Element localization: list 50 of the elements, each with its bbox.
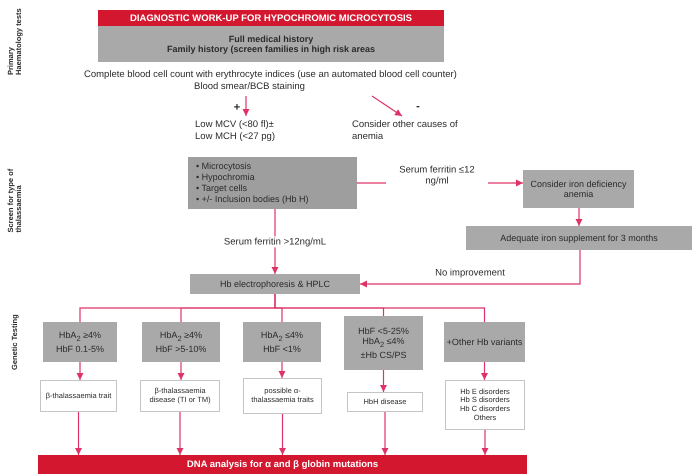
edge-label: Serum ferritin ≤12 ng/ml — [386, 164, 488, 188]
box-text: HbA$_{2}$ ≥4% — [58, 330, 102, 344]
arrow — [481, 362, 488, 380]
step-text: Consider other causes of anemia — [352, 119, 459, 143]
arrow — [176, 412, 184, 455]
step-text: Blood smear/BCB staining — [193, 81, 305, 93]
arrow — [75, 412, 82, 455]
process-box — [344, 316, 423, 370]
arrow — [576, 208, 582, 226]
arrow — [242, 96, 250, 116]
arrow — [380, 370, 387, 392]
process-box: Hb electrophoresis & HPLC — [190, 274, 360, 294]
arrow — [178, 362, 184, 380]
box-text: ±Hb CS/PS — [360, 350, 406, 360]
step-text: Low MCV (<80 fl)± Low MCH (<27 pg) — [195, 119, 276, 143]
process-box — [98, 26, 444, 62]
arrow — [360, 250, 581, 288]
list-item: • +/- Inclusion bodies (Hb H) — [196, 194, 308, 205]
process-box — [243, 322, 321, 362]
arrow — [279, 414, 286, 455]
box-text: HbF >5-10% — [156, 344, 206, 354]
box-text: HbA$_{2}$ ≤4% — [362, 336, 405, 350]
edge-label: Serum ferritin >12ng/mL — [222, 236, 328, 248]
arrow — [278, 362, 286, 378]
box-text: HbA$_{2}$ ≤4% — [260, 330, 304, 344]
step-text: Complete blood cell count with erythrocyte indices (use an automated blood cell counter) — [84, 69, 457, 81]
process-box: +Other Hb variants — [444, 322, 525, 362]
result-box — [445, 380, 525, 430]
arrow — [382, 412, 388, 455]
list-item: • Microcytosis — [196, 161, 252, 172]
box-text: HbA$_{2}$ ≥4% — [160, 330, 202, 344]
process-box — [188, 157, 357, 209]
list-item: • Hypochromia — [196, 172, 255, 183]
box-text: HbF 0.1-5% — [56, 344, 104, 354]
edge-label: No improvement — [434, 267, 506, 279]
process-box: Adequate iron supplement for 3 months — [466, 226, 692, 250]
box-text: Family history (screen families in high risk areas — [166, 44, 376, 54]
title-bar: DNA analysis for α and β globin mutations — [38, 455, 527, 474]
box-text: HbF <5-25% — [358, 326, 409, 336]
box-text: Full medical history — [228, 34, 314, 44]
process-box — [142, 322, 220, 362]
arrow — [76, 362, 84, 380]
process-box: Consider iron deficiency anemia — [523, 170, 634, 208]
arrow — [482, 430, 488, 455]
arrow — [372, 96, 402, 116]
box-text: HbF <1% — [263, 344, 301, 354]
list-item: • Target cells — [196, 183, 248, 194]
process-box — [43, 322, 117, 362]
title-bar: DIAGNOSTIC WORK-UP FOR HYPOCHROMIC MICROCYTOSIS — [98, 10, 444, 26]
connector-line — [274, 294, 486, 322]
